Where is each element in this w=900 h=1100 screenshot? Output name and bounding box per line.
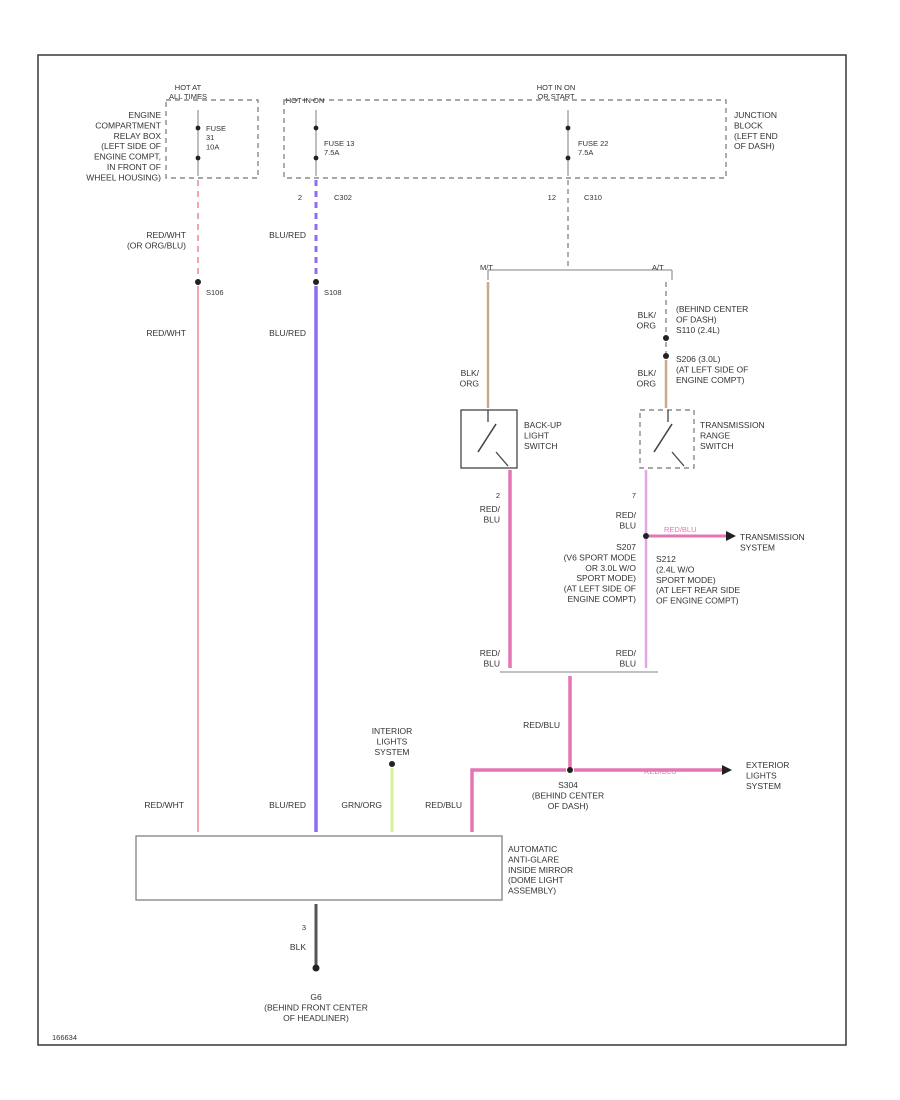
backup-light-switch: [460, 409, 518, 469]
blk-org-right-lower-label: BLK/ORG: [637, 368, 657, 388]
c302-pin: 2: [298, 193, 302, 202]
s110-splice: [663, 335, 669, 341]
s206-splice: [663, 353, 669, 359]
footer-code: 166634: [52, 1033, 77, 1042]
blu-red-mirror-label: BLU/RED: [269, 800, 306, 810]
junction-block-outline: [283, 99, 727, 179]
fuse-13-terminal-top: [313, 125, 319, 131]
mt-label: M/T: [480, 263, 493, 272]
hot-in-on: HOT IN ON: [286, 96, 325, 105]
blk-org-left-label: BLK/ORG: [460, 368, 480, 388]
fuse-31-terminal-bottom: [195, 155, 201, 161]
blu-red-lower-label: BLU/RED: [269, 328, 306, 338]
red-blu-to-trans-label: RED/BLU: [664, 525, 697, 534]
trans-switch-blade: [653, 423, 673, 453]
c302-label: C302: [334, 193, 352, 202]
red-blu-backup-label: RED/BLU: [480, 504, 501, 524]
red-wht-upper-label: RED/WHT(OR ORG/BLU): [127, 230, 186, 250]
red-blu-bottom-left-label: RED/BLU: [480, 648, 501, 668]
s304-splice: [567, 767, 573, 773]
engine-relay-box-outline: [165, 99, 259, 179]
c310-label: C310: [584, 193, 602, 202]
fuse-31-terminal-top: [195, 125, 201, 131]
red-blu-to-ext-label: RED/BLU: [644, 767, 677, 776]
red-blu-bottom-right-label: RED/BLU: [616, 648, 637, 668]
blu-red-upper-label: BLU/RED: [269, 230, 306, 240]
blk-org-right-upper-label: BLK/ORG: [637, 310, 657, 330]
at-label: A/T: [652, 263, 664, 272]
diagram-frame: [37, 54, 847, 1046]
red-wht-lower-label: RED/WHT: [146, 328, 186, 338]
exterior-system-arrow: [722, 765, 732, 775]
red-blu-mirror-wire: [470, 768, 566, 832]
fuse-22-terminal-top: [565, 125, 571, 131]
s207-splice: [643, 533, 649, 539]
backup-switch-pin: 2: [496, 491, 500, 500]
s106-label: S106: [206, 288, 224, 297]
c310-pin: 12: [548, 193, 556, 202]
backup-switch-blade: [477, 423, 497, 453]
g6-ground: [312, 964, 320, 972]
red-blu-vertical-label: RED/BLU: [523, 720, 560, 730]
fuse-13-terminal-bottom: [313, 155, 319, 161]
mirror-ground-pin: 3: [302, 923, 306, 932]
grn-org-mirror-label: GRN/ORG: [341, 800, 382, 810]
transmission-range-switch: [639, 409, 695, 469]
s106-splice: [195, 279, 201, 285]
s108-splice: [313, 279, 319, 285]
blk-ground-label: BLK: [290, 942, 306, 952]
inside-mirror-assembly: [135, 835, 503, 901]
s108-label: S108: [324, 288, 342, 297]
trans-switch-contact: [671, 451, 685, 467]
trans-switch-pin: 7: [632, 491, 636, 500]
backup-switch-contact: [495, 451, 509, 467]
red-wht-mirror-label: RED/WHT: [144, 800, 184, 810]
interior-lights-connector: [389, 761, 395, 767]
transmission-system-arrow: [726, 531, 736, 541]
red-blu-trans-label: RED/BLU: [616, 510, 637, 530]
fuse-22-terminal-bottom: [565, 155, 571, 161]
red-blu-mirror-label: RED/BLU: [425, 800, 462, 810]
